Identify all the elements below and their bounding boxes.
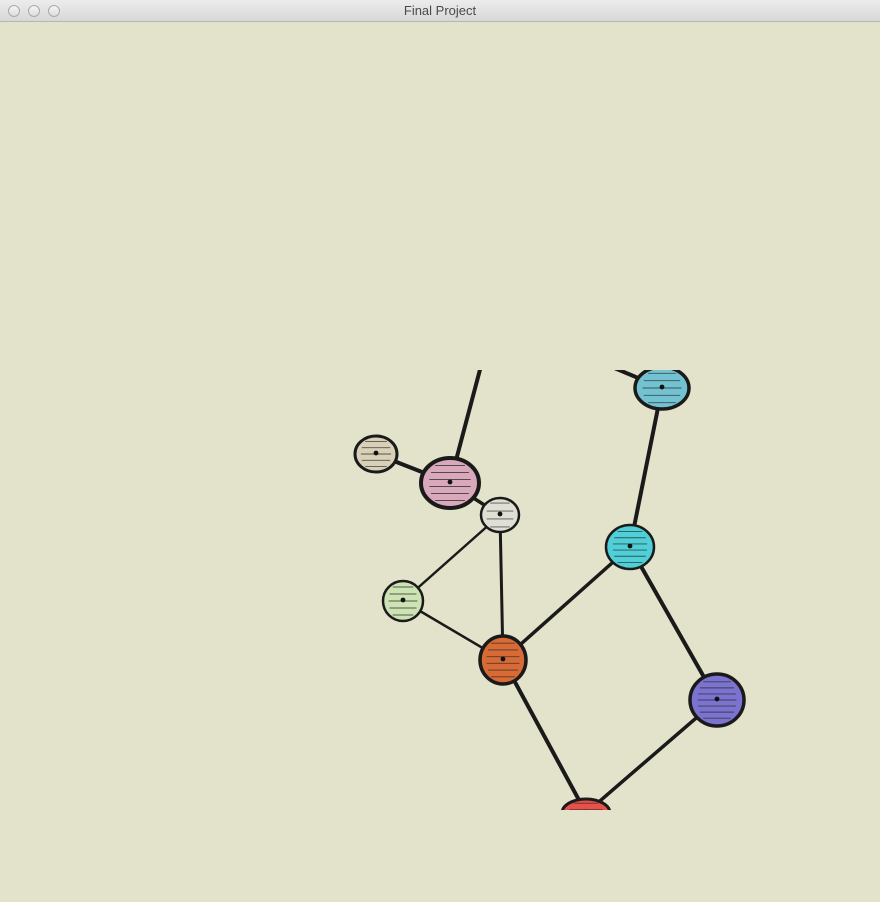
nodes-layer: [353, 367, 746, 827]
node-center-dot: [373, 450, 379, 456]
graph-edge-orange-cyan: [501, 545, 632, 662]
graph-node-beige[interactable]: [353, 434, 399, 474]
node-center-dot: [627, 543, 633, 549]
graph-node-teal-top[interactable]: [633, 367, 691, 411]
node-body[interactable]: [633, 367, 691, 411]
graph-edge-light-grey-light-green: [401, 513, 502, 603]
close-button[interactable]: [8, 5, 20, 17]
graph-node-light-grey[interactable]: [479, 496, 521, 534]
node-hatching: [429, 465, 471, 501]
graph-svg[interactable]: [0, 22, 880, 902]
graph-node-orange[interactable]: [478, 634, 528, 686]
graph-edge-purple-red: [586, 698, 719, 810]
graph-node-cyan[interactable]: [604, 523, 656, 571]
node-center-dot: [584, 809, 588, 810]
minimize-button[interactable]: [28, 5, 40, 17]
node-center-dot: [497, 511, 503, 517]
title-bar: Final Project: [0, 0, 880, 22]
graph-edge-cyan-purple: [628, 545, 719, 702]
graph-canvas[interactable]: [0, 22, 880, 902]
node-center-dot: [447, 479, 453, 485]
graph-node-purple[interactable]: [688, 672, 746, 728]
zoom-button[interactable]: [48, 5, 60, 17]
edges-layer: [374, 370, 719, 810]
graph-edge-orange-red: [501, 658, 587, 810]
graph-node-pink[interactable]: [419, 456, 481, 510]
node-center-dot: [659, 384, 665, 390]
graph-node-red[interactable]: [560, 797, 612, 827]
node-body[interactable]: [560, 797, 612, 827]
node-hatching: [612, 531, 648, 563]
node-center-dot: [500, 656, 506, 662]
graph-node-light-green[interactable]: [381, 579, 425, 623]
node-center-dot: [714, 696, 720, 702]
node-hatching: [486, 502, 514, 528]
graph-edge-cyan-teal-top: [628, 386, 664, 549]
window-title: Final Project: [403, 3, 477, 18]
node-center-dot: [400, 597, 406, 603]
